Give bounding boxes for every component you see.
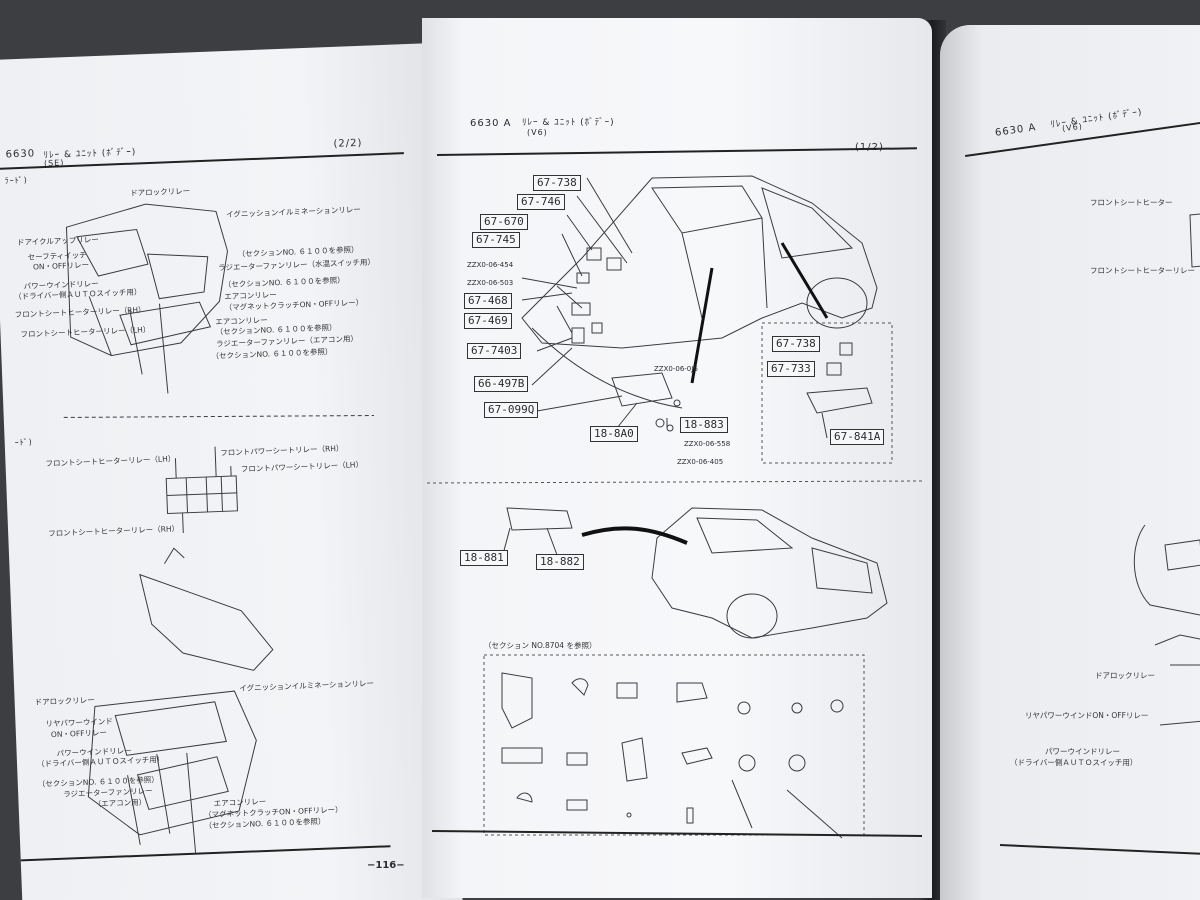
inset-part-67-738: 67-738 <box>772 336 820 352</box>
pointer-line-2 <box>780 242 829 319</box>
pointer-line-1 <box>690 267 714 384</box>
right-page-diagrams <box>999 213 1200 855</box>
right-label-rear-power-window: リヤパワーウインドON・OFFリレー <box>1025 711 1149 720</box>
code-zzx0-06-0j6: ZZX0-06-0J6 <box>654 365 698 373</box>
part-label-67-745: 67-745 <box>472 232 520 248</box>
right-label-power-window-relay: パワーウインドリレー <box>1045 747 1120 756</box>
code-zzx0-06-405: ZZX0-06-405 <box>677 458 724 466</box>
part-label-18-883: 18-883 <box>680 417 728 433</box>
right-label-door-lock-relay: ドアロックリレー <box>1095 671 1155 680</box>
part-label-67-468: 67-468 <box>464 293 512 309</box>
right-label-seat-heater: フロントシートヒーター <box>1090 198 1173 207</box>
dashboard-diagram-top <box>63 203 374 853</box>
label-bottom-on-off-relay: ON・OFFリレー <box>50 728 108 740</box>
label-bottom-aircon-use: （エアコン用） <box>93 797 147 809</box>
code-zzx0-06-558: ZZX0-06-558 <box>684 440 731 448</box>
inset-part-67-733: 67-733 <box>767 361 815 377</box>
trunk-part-18-881: 18-881 <box>460 550 508 566</box>
part-label-67-469: 67-469 <box>464 313 512 329</box>
left-section-tag-2: ｰﾄﾞ) <box>14 437 33 448</box>
center-page-header-sub: (V6) <box>527 128 548 137</box>
inset-part-67-841a: 67-841A <box>830 429 885 445</box>
right-label-seat-heater-relay: フロントシートヒーターリレー <box>1090 266 1195 275</box>
part-label-67-746: 67-746 <box>517 194 565 210</box>
part-label-67-7403: 67-7403 <box>467 343 522 359</box>
right-label-driver-auto: （ドライバー側ＡＵＴＯスイッチ用） <box>1010 758 1138 767</box>
label-bottom-door-lock: ドアロックリレー <box>34 695 95 707</box>
part-label-67-099q: 67-099Q <box>484 402 539 418</box>
car-diagram-main <box>426 175 923 839</box>
left-page: 6630 ﾘﾚｰ & ﾕﾆｯﾄ (ﾎﾞﾃﾞｰ) (SE) (2/2) ﾗｰﾄﾞ)… <box>0 43 463 900</box>
trunk-pointer <box>581 526 688 545</box>
section-ref-8704: （セクション NO.8704 を参照） <box>484 641 597 650</box>
code-zzx0-06-503: ZZX0-06-503 <box>467 279 514 287</box>
part-label-67-738: 67-738 <box>533 175 581 191</box>
part-label-66-497b: 66-497B <box>474 376 529 392</box>
center-page: 6630 A ﾘﾚｰ & ﾕﾆｯﾄ (ﾎﾞﾃﾞｰ) (V6) (1/2) <box>367 18 932 898</box>
right-page: 6630 A ﾘﾚｰ & ﾕﾆｯﾄ (ﾎﾞﾃﾞｰ) (V6) フロントシートヒー… <box>940 25 1200 900</box>
part-label-18-8a0: 18-8A0 <box>590 426 638 442</box>
center-page-header-code: 6630 A <box>470 118 512 129</box>
trunk-part-18-882: 18-882 <box>536 554 584 570</box>
page-number: −116− <box>367 860 405 871</box>
label-door-lock-relay-top: ドアロックリレー <box>130 186 191 198</box>
code-zzx0-06-454: ZZX0-06-454 <box>467 261 514 269</box>
label-on-off-relay: ON・OFFリレー <box>32 260 90 272</box>
center-page-header-title: ﾘﾚｰ & ﾕﾆｯﾄ (ﾎﾞﾃﾞｰ) <box>522 118 615 128</box>
part-label-67-670: 67-670 <box>480 214 528 230</box>
parts-dashed-box <box>483 654 865 836</box>
